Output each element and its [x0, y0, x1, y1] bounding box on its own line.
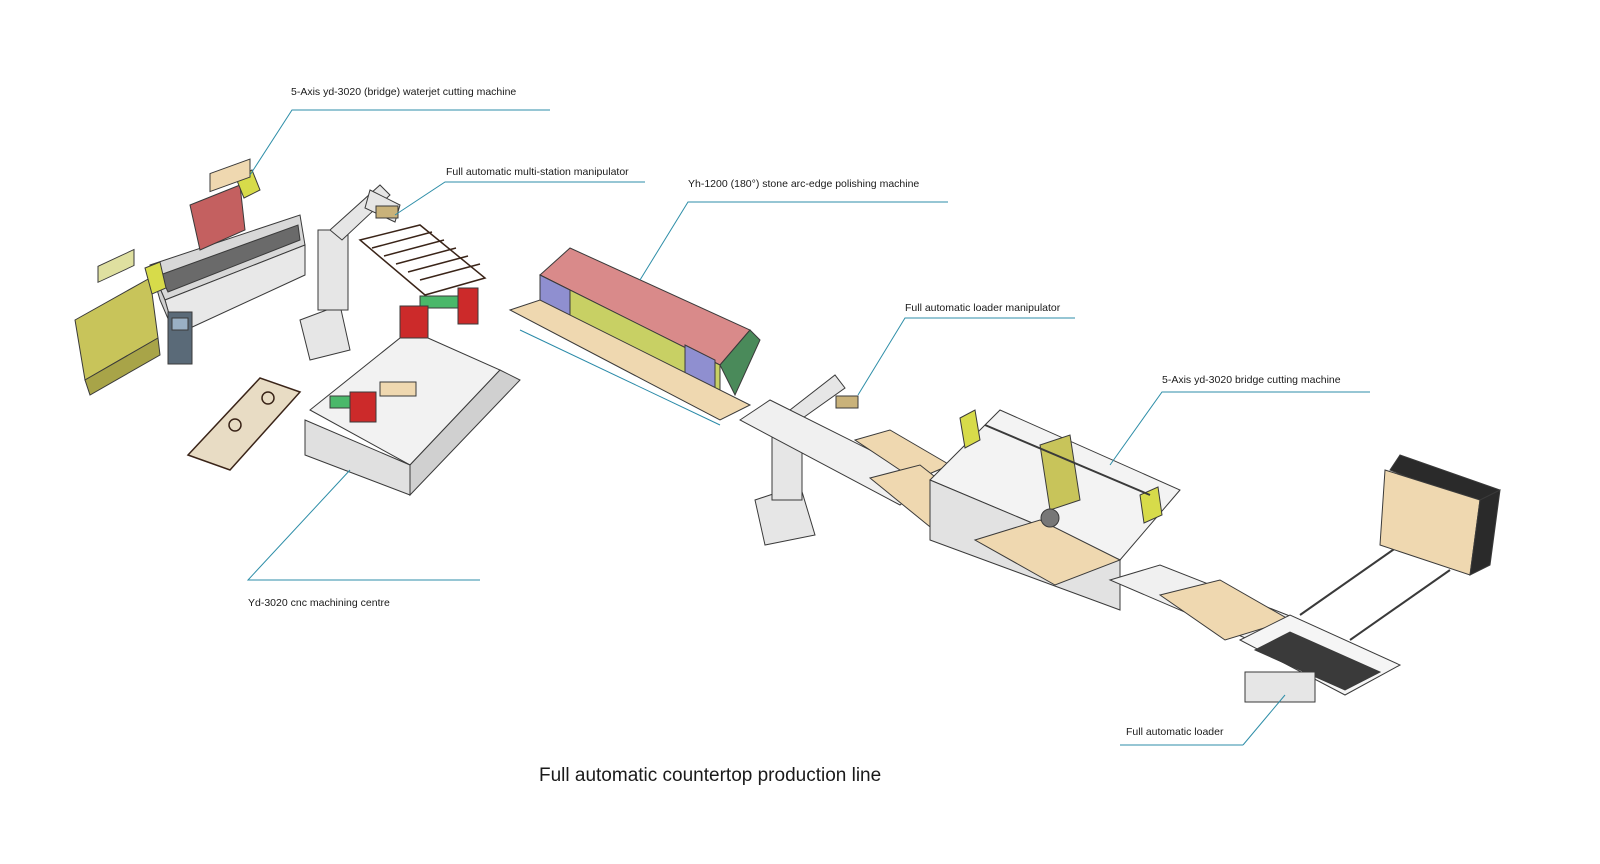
- label-waterjet-cutting-machine: 5-Axis yd-3020 (bridge) waterjet cutting…: [291, 86, 517, 98]
- leader-loader-manipulator: [857, 317, 1075, 396]
- label-multi-station-manipulator: Full automatic multi-station manipulator: [446, 166, 629, 178]
- leader-manipulator-multi: [394, 181, 645, 216]
- transfer-rack: [358, 224, 487, 296]
- label-cnc-machining-centre: Yd-3020 cnc machining centre: [248, 597, 390, 609]
- automatic-loader: [1238, 544, 1451, 703]
- diagram-title: Full automatic countertop production lin…: [539, 765, 882, 786]
- leader-bridge-cutting: [1109, 391, 1370, 466]
- label-bridge-cutting-machine: 5-Axis yd-3020 bridge cutting machine: [1162, 374, 1341, 386]
- label-automatic-loader: Full automatic loader: [1126, 726, 1224, 738]
- leader-polishing: [639, 201, 948, 281]
- cnc-machining-centre: [304, 287, 521, 497]
- output-conveyor: [1108, 564, 1302, 641]
- label-polishing-machine: Yh-1200 (180°) stone arc-edge polishing …: [688, 178, 920, 190]
- leader-lines: [246, 109, 1370, 746]
- bridge-cutting-machine: [929, 409, 1181, 611]
- storage-rack: [186, 377, 302, 471]
- waterjet-cutting-machine: [74, 158, 306, 396]
- arc-edge-polishing-machine: [508, 247, 761, 426]
- slab-stack: [1379, 454, 1501, 576]
- label-loader-manipulator: Full automatic loader manipulator: [905, 302, 1061, 314]
- multi-station-manipulator: [299, 184, 401, 361]
- leader-loader: [1242, 694, 1286, 746]
- leader-waterjet: [249, 109, 550, 176]
- leader-cnc: [246, 469, 480, 581]
